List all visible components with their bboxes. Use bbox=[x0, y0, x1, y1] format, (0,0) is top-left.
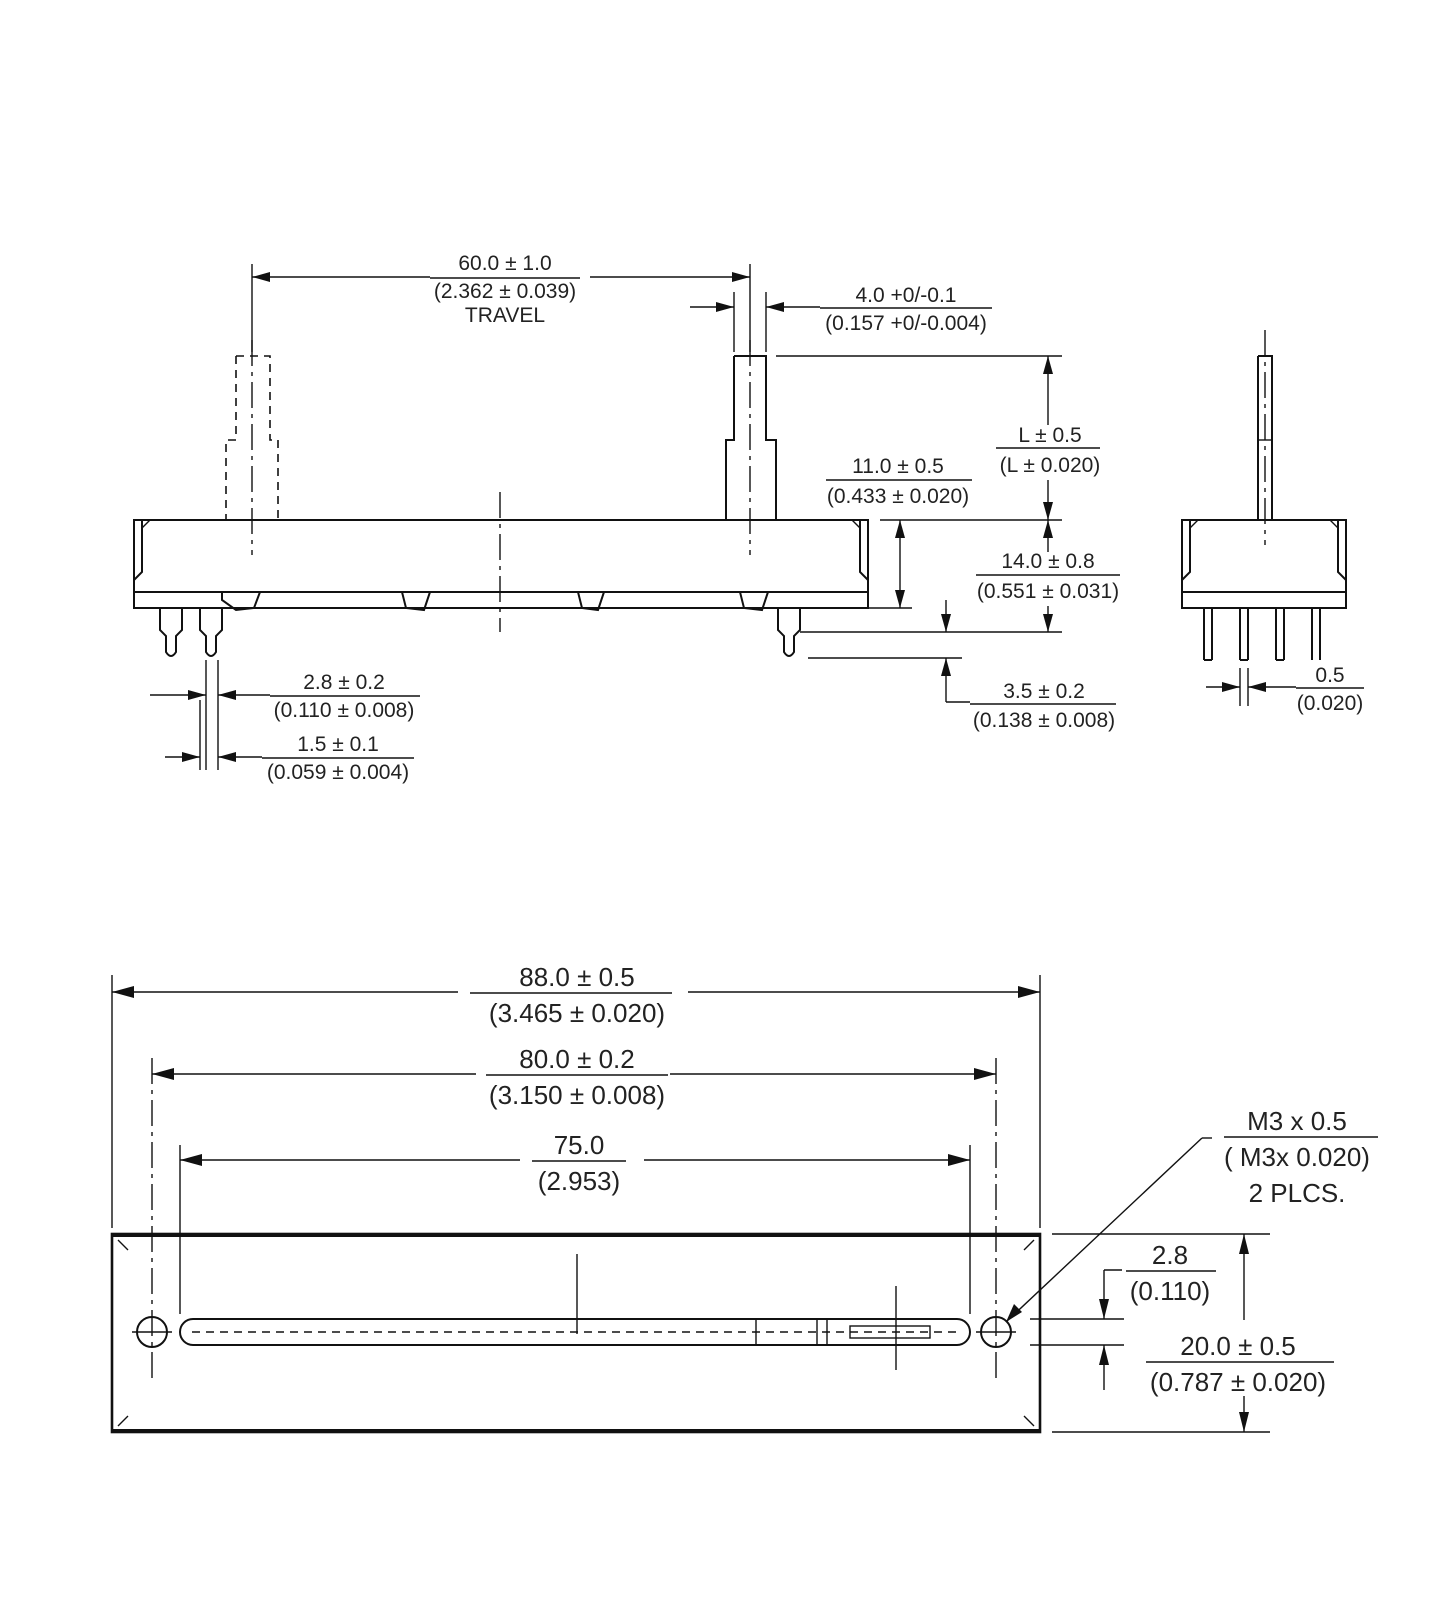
slot-length-imperial: (2.953) bbox=[538, 1166, 620, 1196]
pin-pitch-dimension: 2.8 ± 0.2 (0.110 ± 0.008) bbox=[150, 660, 420, 770]
lever-end-position bbox=[725, 355, 777, 520]
travel-note: TRAVEL bbox=[465, 304, 545, 327]
body-outline bbox=[133, 519, 869, 609]
end-view-body bbox=[1181, 519, 1347, 609]
thread-imperial: ( M3x 0.020) bbox=[1224, 1142, 1370, 1172]
body-width-metric: 20.0 ± 0.5 bbox=[1180, 1331, 1295, 1361]
slot-length-metric: 75.0 bbox=[554, 1130, 605, 1160]
mount-spacing-imperial: (3.150 ± 0.008) bbox=[489, 1080, 665, 1110]
thread-metric: M3 x 0.5 bbox=[1247, 1106, 1347, 1136]
pin-1 bbox=[159, 608, 183, 657]
pin-width-imperial: (0.059 ± 0.004) bbox=[267, 761, 409, 784]
lever-width-imperial: (0.157 +0/-0.004) bbox=[825, 312, 987, 335]
body-height-imperial: (0.433 ± 0.020) bbox=[827, 485, 969, 508]
pin-length-imperial: (0.138 ± 0.008) bbox=[973, 709, 1115, 732]
body-top-corner-left bbox=[141, 519, 151, 529]
body-width-dimension: 20.0 ± 0.5 (0.787 ± 0.020) bbox=[1052, 1233, 1334, 1433]
slot-width-metric: 2.8 bbox=[1152, 1240, 1188, 1270]
lever-width-metric: 4.0 +0/-0.1 bbox=[856, 284, 957, 307]
lever-start-position bbox=[225, 355, 279, 520]
overall-height-metric: 14.0 ± 0.8 bbox=[1001, 550, 1094, 573]
overall-length-metric: 88.0 ± 0.5 bbox=[519, 962, 634, 992]
lever-width-dimension: 4.0 +0/-0.1 (0.157 +0/-0.004) bbox=[690, 284, 992, 352]
lever-height-metric: L ± 0.5 bbox=[1018, 424, 1081, 447]
pin-thickness-dimension: 0.5 (0.020) bbox=[1206, 664, 1364, 715]
pin-length-metric: 3.5 ± 0.2 bbox=[1003, 680, 1085, 703]
slider-slot bbox=[179, 1318, 971, 1346]
travel-dimension: 60.0 ± 1.0 (2.362 ± 0.039) TRAVEL bbox=[251, 252, 751, 352]
body-top-corner-right bbox=[851, 519, 861, 529]
body-left-wall bbox=[133, 520, 143, 581]
slider-knob-marker bbox=[849, 1325, 931, 1339]
pin-thickness-metric: 0.5 bbox=[1315, 664, 1344, 687]
overall-length-dimension: 88.0 ± 0.5 (3.465 ± 0.020) bbox=[111, 962, 1041, 1228]
side-view bbox=[133, 340, 869, 657]
body-width-imperial: (0.787 ± 0.020) bbox=[1150, 1367, 1326, 1397]
body-base-recesses bbox=[221, 591, 769, 612]
slot-length-dimension: 75.0 (2.953) bbox=[179, 1130, 971, 1314]
pin-width-metric: 1.5 ± 0.1 bbox=[297, 733, 379, 756]
body-height-dimension: 11.0 ± 0.5 (0.433 ± 0.020) bbox=[826, 455, 972, 609]
pin-pitch-metric: 2.8 ± 0.2 bbox=[303, 671, 385, 694]
top-view bbox=[110, 1232, 1042, 1434]
overall-height-imperial: (0.551 ± 0.031) bbox=[977, 580, 1119, 603]
end-view bbox=[1181, 330, 1347, 661]
pin-width-dimension: 1.5 ± 0.1 (0.059 ± 0.004) bbox=[165, 700, 414, 784]
pin-3 bbox=[777, 608, 801, 657]
thread-callout: M3 x 0.5 ( M3x 0.020) 2 PLCS. bbox=[1005, 1106, 1378, 1323]
mount-spacing-metric: 80.0 ± 0.2 bbox=[519, 1044, 634, 1074]
lever-height-imperial: (L ± 0.020) bbox=[1000, 454, 1101, 477]
end-view-lever bbox=[1257, 355, 1273, 520]
travel-metric: 60.0 ± 1.0 bbox=[458, 252, 551, 275]
pin-2 bbox=[199, 608, 223, 657]
overall-length-imperial: (3.465 ± 0.020) bbox=[489, 998, 665, 1028]
slot-width-imperial: (0.110) bbox=[1130, 1276, 1210, 1306]
thread-note: 2 PLCS. bbox=[1249, 1178, 1346, 1208]
overall-height-dimension: 14.0 ± 0.8 (0.551 ± 0.031) bbox=[800, 520, 1120, 633]
mount-spacing-dimension: 80.0 ± 0.2 (3.150 ± 0.008) bbox=[151, 1044, 997, 1380]
pin-thickness-imperial: (0.020) bbox=[1297, 692, 1364, 715]
slot-width-dimension: 2.8 (0.110) bbox=[1030, 1240, 1216, 1390]
end-view-pins bbox=[1203, 608, 1321, 661]
pin-length-dimension: 3.5 ± 0.2 (0.138 ± 0.008) bbox=[808, 600, 1116, 732]
pin-pitch-imperial: (0.110 ± 0.008) bbox=[274, 699, 415, 722]
body-right-wall bbox=[859, 520, 869, 581]
body-height-metric: 11.0 ± 0.5 bbox=[852, 455, 944, 478]
lever-height-dimension: L ± 0.5 (L ± 0.020) bbox=[776, 355, 1101, 521]
top-view-body bbox=[110, 1232, 1042, 1434]
travel-imperial: (2.362 ± 0.039) bbox=[434, 280, 576, 303]
